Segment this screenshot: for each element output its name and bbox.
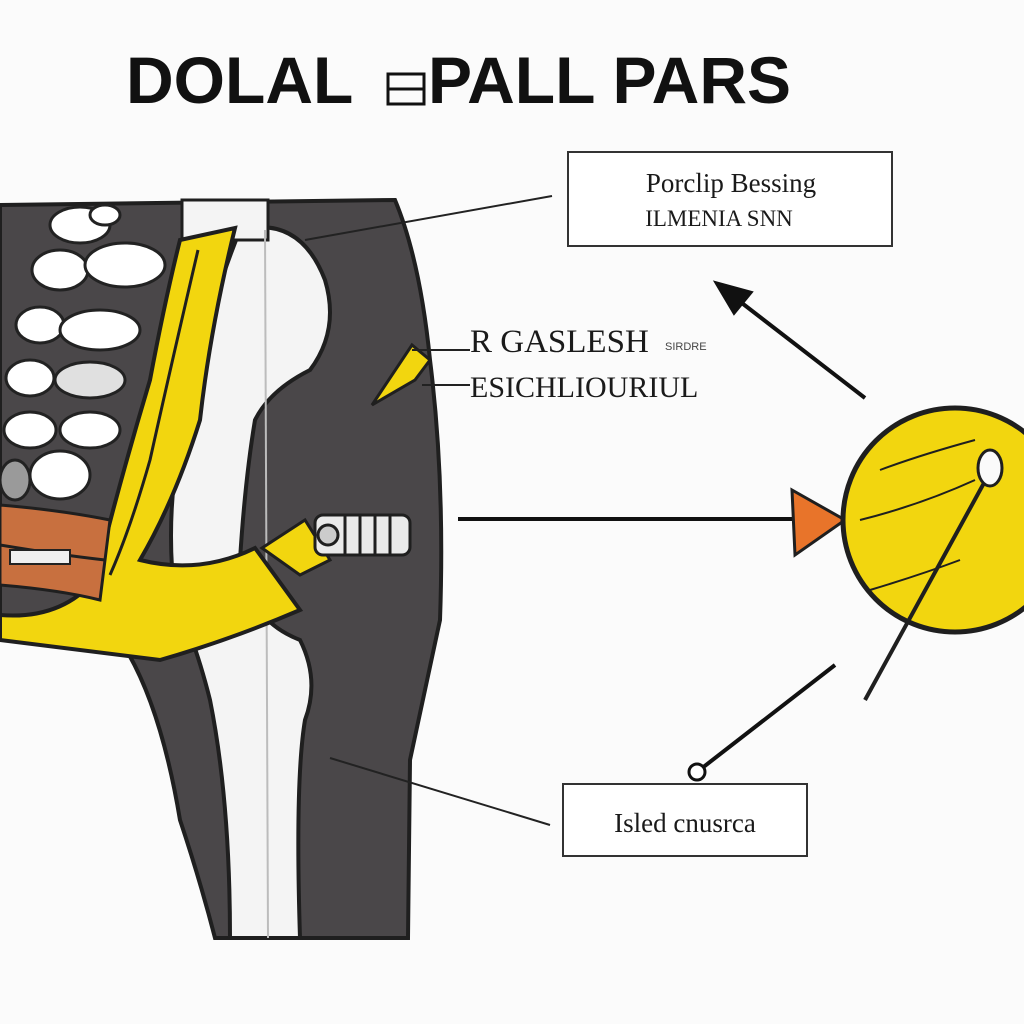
probe-line [863,471,992,701]
bottom-pointer-line [695,663,837,774]
mid-label-line1: R GASLESH [470,324,649,360]
yellow-strip-small [259,517,333,577]
bottom-label-frame [562,783,808,857]
horizontal-pointer [458,487,848,558]
diagonal-arrow-line [723,288,867,400]
top-label-line2: ILMENIA SNN [645,206,793,231]
diagram-title: DOLAL PALL PARS [126,43,791,117]
femur-bone [169,225,332,940]
vertebral-column [0,203,167,502]
nerve-inner-line [108,249,200,576]
bottom-pointer [687,663,837,782]
bottom-label-text: Isled cnusrca [614,808,756,838]
top-label-line1: Porclip Bessing [646,168,816,198]
title-left: DOLAL [126,43,353,117]
mid-label-line2: ESICHLIOURIUL [470,371,698,404]
screw-implant [313,513,412,557]
top-label-frame [567,151,893,247]
mid-label-small: SIRDRE [665,341,707,353]
leader-bottom [329,757,551,826]
bottom-label-box: Isled cnusrca [562,783,808,857]
yellow-notch [370,342,433,407]
orange-arrowhead [790,487,848,558]
leg-cross-section [0,197,444,940]
diagonal-arrowhead [712,280,754,316]
magnified-circle [840,405,1024,635]
leader-top [304,195,553,241]
top-label-box: Porclip Bessing ILMENIA SNN [567,151,893,247]
magnified-view [840,405,1024,701]
title-right: PALL PARS [428,43,791,117]
bottom-pointer-dot [687,762,707,782]
bone-top-cap [180,198,270,242]
probe-tip [976,448,1004,488]
diagonal-arrow [712,280,867,400]
nerve-band [0,225,304,663]
middle-labels: R GASLESH SIRDRE ESICHLIOURIUL [470,324,707,404]
leader-lines [304,195,553,826]
